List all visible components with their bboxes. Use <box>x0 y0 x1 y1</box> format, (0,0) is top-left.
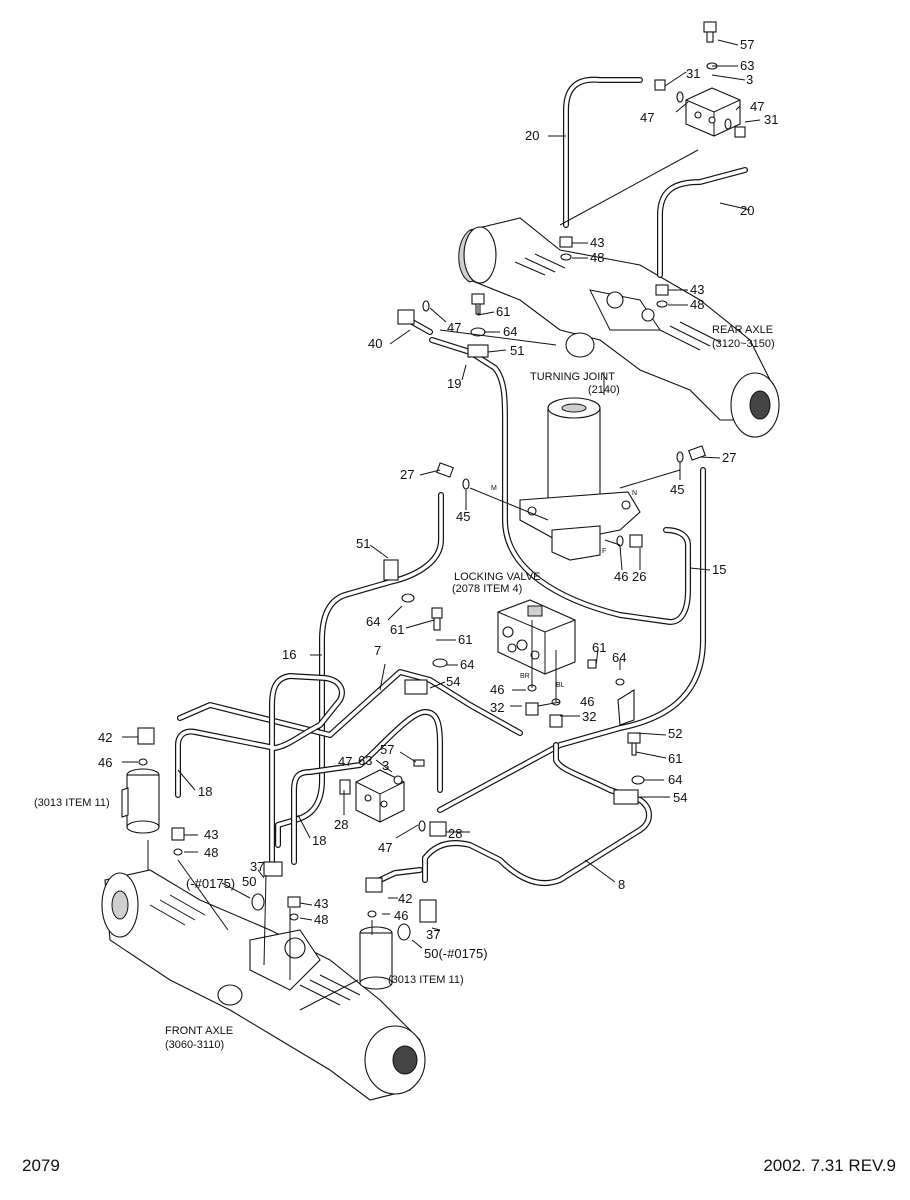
port-br-mark: BR <box>520 673 530 680</box>
turning-joint-ref: (2140) <box>588 384 620 396</box>
callout-47: 47 <box>750 99 764 114</box>
callout-47: 47 <box>338 754 352 769</box>
callout-3: 3 <box>746 72 753 87</box>
callout-54: 54 <box>446 674 460 689</box>
callout-51: 51 <box>510 343 524 358</box>
callout-50-0175: 50(-#0175) <box>424 946 488 961</box>
fittings <box>137 21 746 941</box>
callout-61: 61 <box>390 622 404 637</box>
cylinder-left-ref: (3013 ITEM 11) <box>34 797 110 809</box>
callout-37: 37 <box>250 859 264 874</box>
callout-46: 46 <box>580 694 594 709</box>
callout-46: 46 <box>98 755 112 770</box>
rear-axle-range: (3120~3150) <box>712 338 775 350</box>
callout-63: 63 <box>740 58 754 73</box>
callout-15: 15 <box>712 562 726 577</box>
port-m-mark: M <box>491 485 497 492</box>
callout-54: 54 <box>673 790 687 805</box>
hoses-and-pipes <box>175 76 748 887</box>
callout-43: 43 <box>690 282 704 297</box>
locking-valve <box>497 599 576 675</box>
callout-18: 18 <box>198 784 212 799</box>
callout-43: 43 <box>314 896 328 911</box>
callout-64: 64 <box>503 324 517 339</box>
callout-32: 32 <box>490 700 504 715</box>
callout-61: 61 <box>592 640 606 655</box>
callout-31: 31 <box>764 112 778 127</box>
callout-51: 51 <box>356 536 370 551</box>
callout-37: 37 <box>426 927 440 942</box>
callout-47: 47 <box>447 320 461 335</box>
callout-61: 61 <box>458 632 472 647</box>
callout-16: 16 <box>282 647 296 662</box>
rear-axle-label: REAR AXLE <box>712 324 773 336</box>
revision-date: 2002. 7.31 REV.9 <box>763 1156 896 1175</box>
callout-42: 42 <box>398 891 412 906</box>
callout-45: 45 <box>670 482 684 497</box>
callout-47: 47 <box>378 840 392 855</box>
callout-43: 43 <box>204 827 218 842</box>
cylinder-left <box>121 768 160 834</box>
junction-block-upper <box>685 87 741 137</box>
front-axle-label: FRONT AXLE <box>165 1025 233 1037</box>
callout-63: 63 <box>358 753 372 768</box>
port-f-mark: F <box>602 548 606 555</box>
callout-3: 3 <box>382 758 389 773</box>
callout-20: 20 <box>740 203 754 218</box>
turning-joint <box>519 397 641 561</box>
callout-26: 26 <box>632 569 646 584</box>
callout-64: 64 <box>366 614 380 629</box>
callout-27: 27 <box>400 467 414 482</box>
callout-19: 19 <box>447 376 461 391</box>
callout-46: 46 <box>614 569 628 584</box>
callout-0175: (-#0175) <box>186 876 235 891</box>
callout-48: 48 <box>590 250 604 265</box>
callout-31: 31 <box>686 66 700 81</box>
port-n-mark: N <box>632 490 637 497</box>
cylinder-right-ref: (3013 ITEM 11) <box>388 974 464 986</box>
callout-numbers: 57 63 3 31 47 47 31 20 20 43 48 43 48 61… <box>98 37 778 961</box>
callout-50: 50 <box>242 874 256 889</box>
callout-64: 64 <box>668 772 682 787</box>
callout-20: 20 <box>525 128 539 143</box>
page-number: 2079 <box>22 1156 60 1175</box>
callout-7: 7 <box>374 643 381 658</box>
port-bl-mark: BL <box>556 682 565 689</box>
callout-28: 28 <box>448 826 462 841</box>
callout-28: 28 <box>334 817 348 832</box>
turning-joint-label: TURNING JOINT <box>530 371 615 383</box>
callout-52: 52 <box>668 726 682 741</box>
callout-61: 61 <box>496 304 510 319</box>
callout-46: 46 <box>490 682 504 697</box>
assembly-labels: REAR AXLE (3120~3150) TURNING JOINT (214… <box>34 324 775 1051</box>
locking-valve-ref: (2078 ITEM 4) <box>452 583 522 595</box>
callout-32: 32 <box>582 709 596 724</box>
callout-18: 18 <box>312 833 326 848</box>
callout-48: 48 <box>314 912 328 927</box>
leader-lines <box>122 39 761 1011</box>
callout-42: 42 <box>98 730 112 745</box>
junction-block-lower <box>355 769 405 823</box>
front-axle-range: (3060-3110) <box>165 1039 224 1051</box>
callout-61: 61 <box>668 751 682 766</box>
callout-64: 64 <box>612 650 626 665</box>
callout-46: 46 <box>394 908 408 923</box>
callout-47: 47 <box>640 110 654 125</box>
callout-64: 64 <box>460 657 474 672</box>
locking-valve-label: LOCKING VALVE <box>454 571 540 583</box>
callout-45: 45 <box>456 509 470 524</box>
cylinder-right <box>359 926 393 990</box>
callout-48: 48 <box>204 845 218 860</box>
callout-57: 57 <box>740 37 754 52</box>
rear-axle-assembly <box>458 217 780 438</box>
callout-57: 57 <box>380 742 394 757</box>
callout-40: 40 <box>368 336 382 351</box>
callout-27: 27 <box>722 450 736 465</box>
callout-8: 8 <box>618 877 625 892</box>
callout-48: 48 <box>690 297 704 312</box>
callout-43: 43 <box>590 235 604 250</box>
